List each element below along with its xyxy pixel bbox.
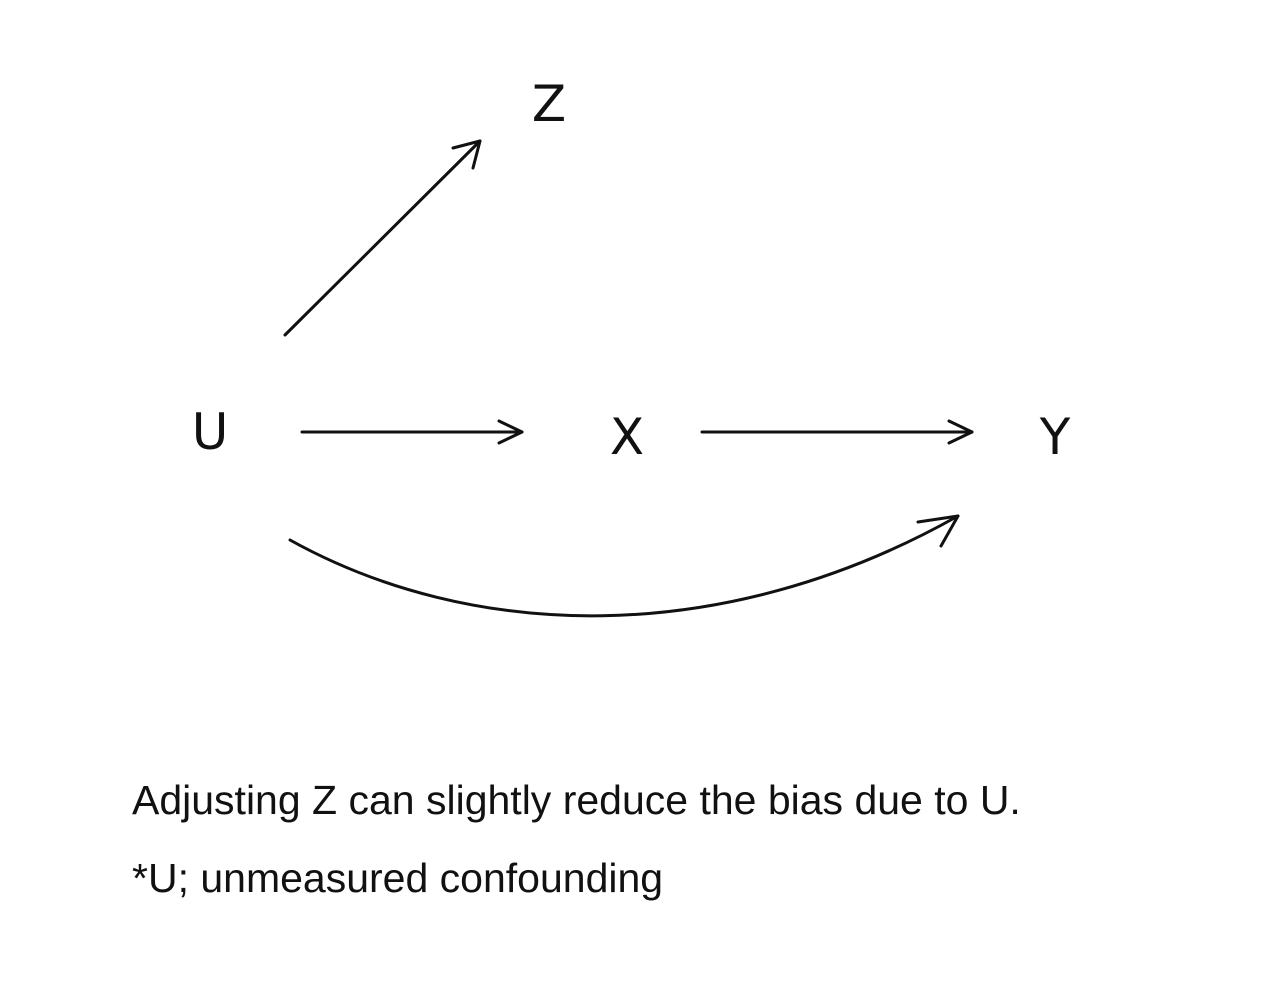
arrowhead-u-z xyxy=(451,139,482,170)
edge-u-to-y xyxy=(288,514,960,618)
node-z: Z xyxy=(532,75,566,133)
node-u: U xyxy=(192,403,229,461)
arrowhead-x-y xyxy=(947,419,974,445)
edge-x-to-y xyxy=(700,419,974,445)
caption-main-text: Adjusting Z can slightly reduce the bias… xyxy=(132,777,1021,823)
caption-footnote: *U; unmeasured confounding xyxy=(132,855,664,901)
arrowhead-u-y xyxy=(916,514,960,548)
node-y: Y xyxy=(1039,408,1071,466)
edge-u-y-curve xyxy=(288,514,960,618)
edge-u-z-line xyxy=(283,139,482,337)
node-x: X xyxy=(610,408,644,466)
edge-u-to-z xyxy=(283,139,482,337)
edge-u-to-x xyxy=(300,419,524,445)
arrowhead-u-x xyxy=(497,419,524,445)
